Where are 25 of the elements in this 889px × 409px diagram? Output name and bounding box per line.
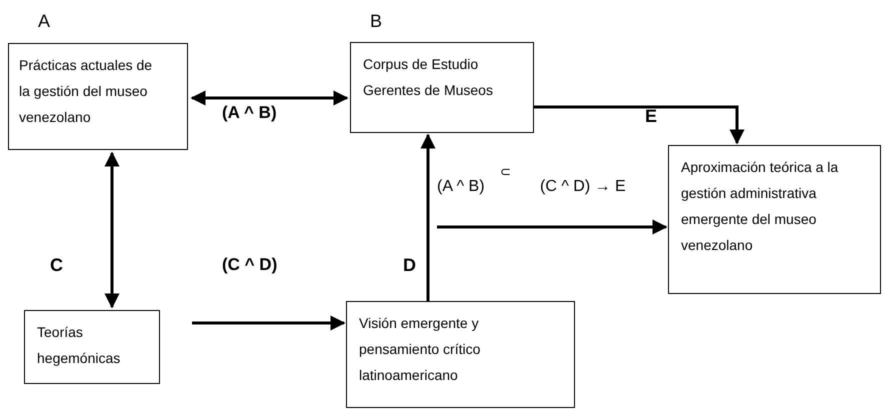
- process-box: [24, 310, 160, 384]
- arrow: [192, 316, 346, 330]
- arrow: [420, 134, 436, 301]
- formula-label: (A ^ B): [437, 177, 485, 197]
- box-text: Visión emergente y pensamiento crítico latinoamericano: [359, 314, 482, 385]
- process-box: [346, 301, 575, 408]
- node-letter: B: [370, 10, 382, 33]
- arrow: [534, 106, 744, 144]
- process-box: [350, 42, 534, 133]
- arrow: [190, 90, 348, 106]
- process-box: [8, 43, 188, 150]
- node-letter: E: [645, 105, 658, 128]
- node-letter: D: [403, 254, 416, 277]
- box-text: Teorías hegemónicas: [37, 323, 122, 368]
- box-text: Prácticas actuales de la gestión del museo venezolano: [19, 56, 154, 127]
- formula-label: (C ^ D) → E: [540, 177, 626, 197]
- process-box: [668, 145, 881, 294]
- box-text: Corpus de Estudio Gerentes de Museos: [363, 55, 493, 100]
- formula-label: ⊂: [500, 163, 511, 181]
- arrow: [104, 152, 120, 308]
- box-text: Aproximación teórica a la gestión administrativa emergente del museo venezolano: [681, 158, 840, 255]
- formula-label: (C ^ D): [222, 254, 278, 276]
- node-letter: A: [38, 10, 50, 33]
- node-letter: C: [50, 254, 63, 277]
- arrow: [437, 220, 668, 234]
